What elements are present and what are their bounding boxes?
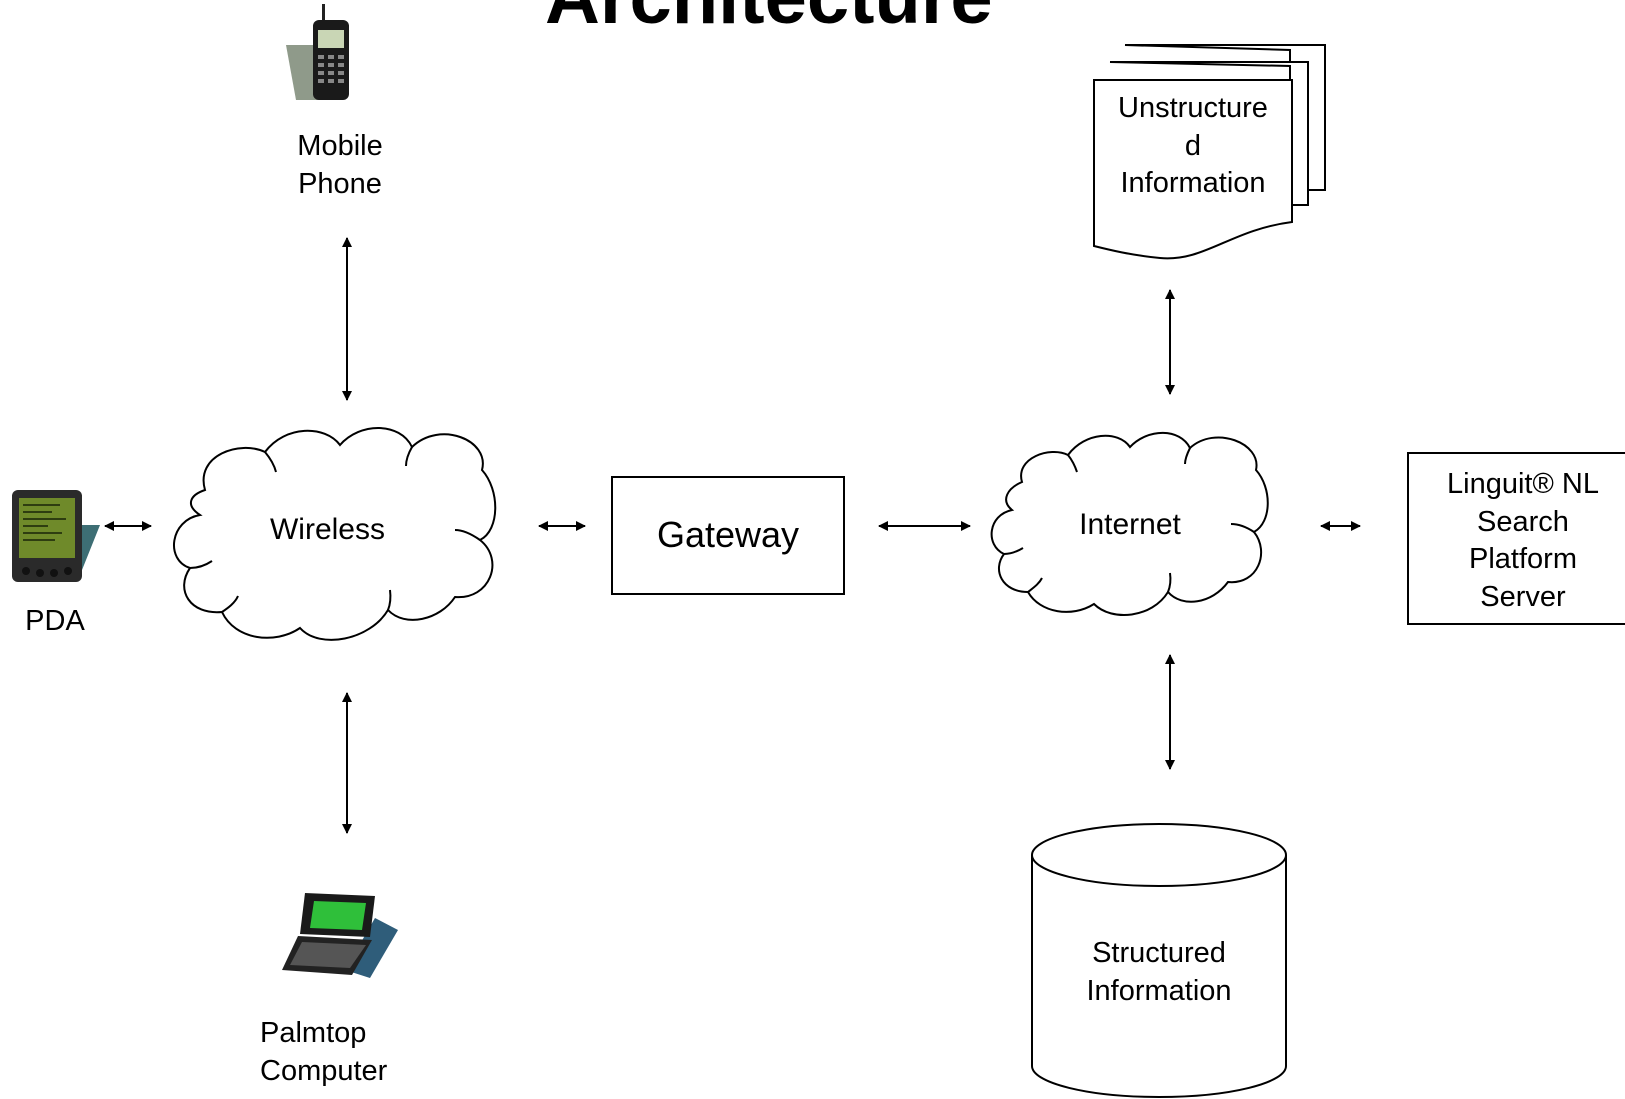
structured-label: Structured Information (1086, 937, 1232, 1007)
pda-label: PDA (25, 605, 85, 637)
palmtop-label: Palmtop Computer (260, 1017, 388, 1087)
unstructured-label: Unstructure d Information (1118, 92, 1268, 200)
mobile-phone-label: Mobile Phone (297, 130, 383, 200)
wireless-label: Wireless (269, 513, 385, 546)
palmtop-icon (282, 893, 398, 978)
page-title: Architecture (545, 0, 993, 36)
linguit-label: Linguit® NL Search Platform Server (1447, 468, 1599, 614)
pda-icon (12, 490, 100, 582)
gateway-label: Gateway (656, 514, 800, 555)
mobile-phone-icon (286, 4, 349, 100)
linguit-server-box (1407, 452, 1625, 625)
internet-cloud-shape (990, 432, 1269, 617)
structured-database-shape (1031, 823, 1287, 1098)
gateway-box (611, 476, 845, 595)
wireless-cloud-shape (173, 427, 497, 641)
unstructured-documents-shape (1093, 44, 1326, 260)
internet-label: Internet (1079, 508, 1181, 541)
